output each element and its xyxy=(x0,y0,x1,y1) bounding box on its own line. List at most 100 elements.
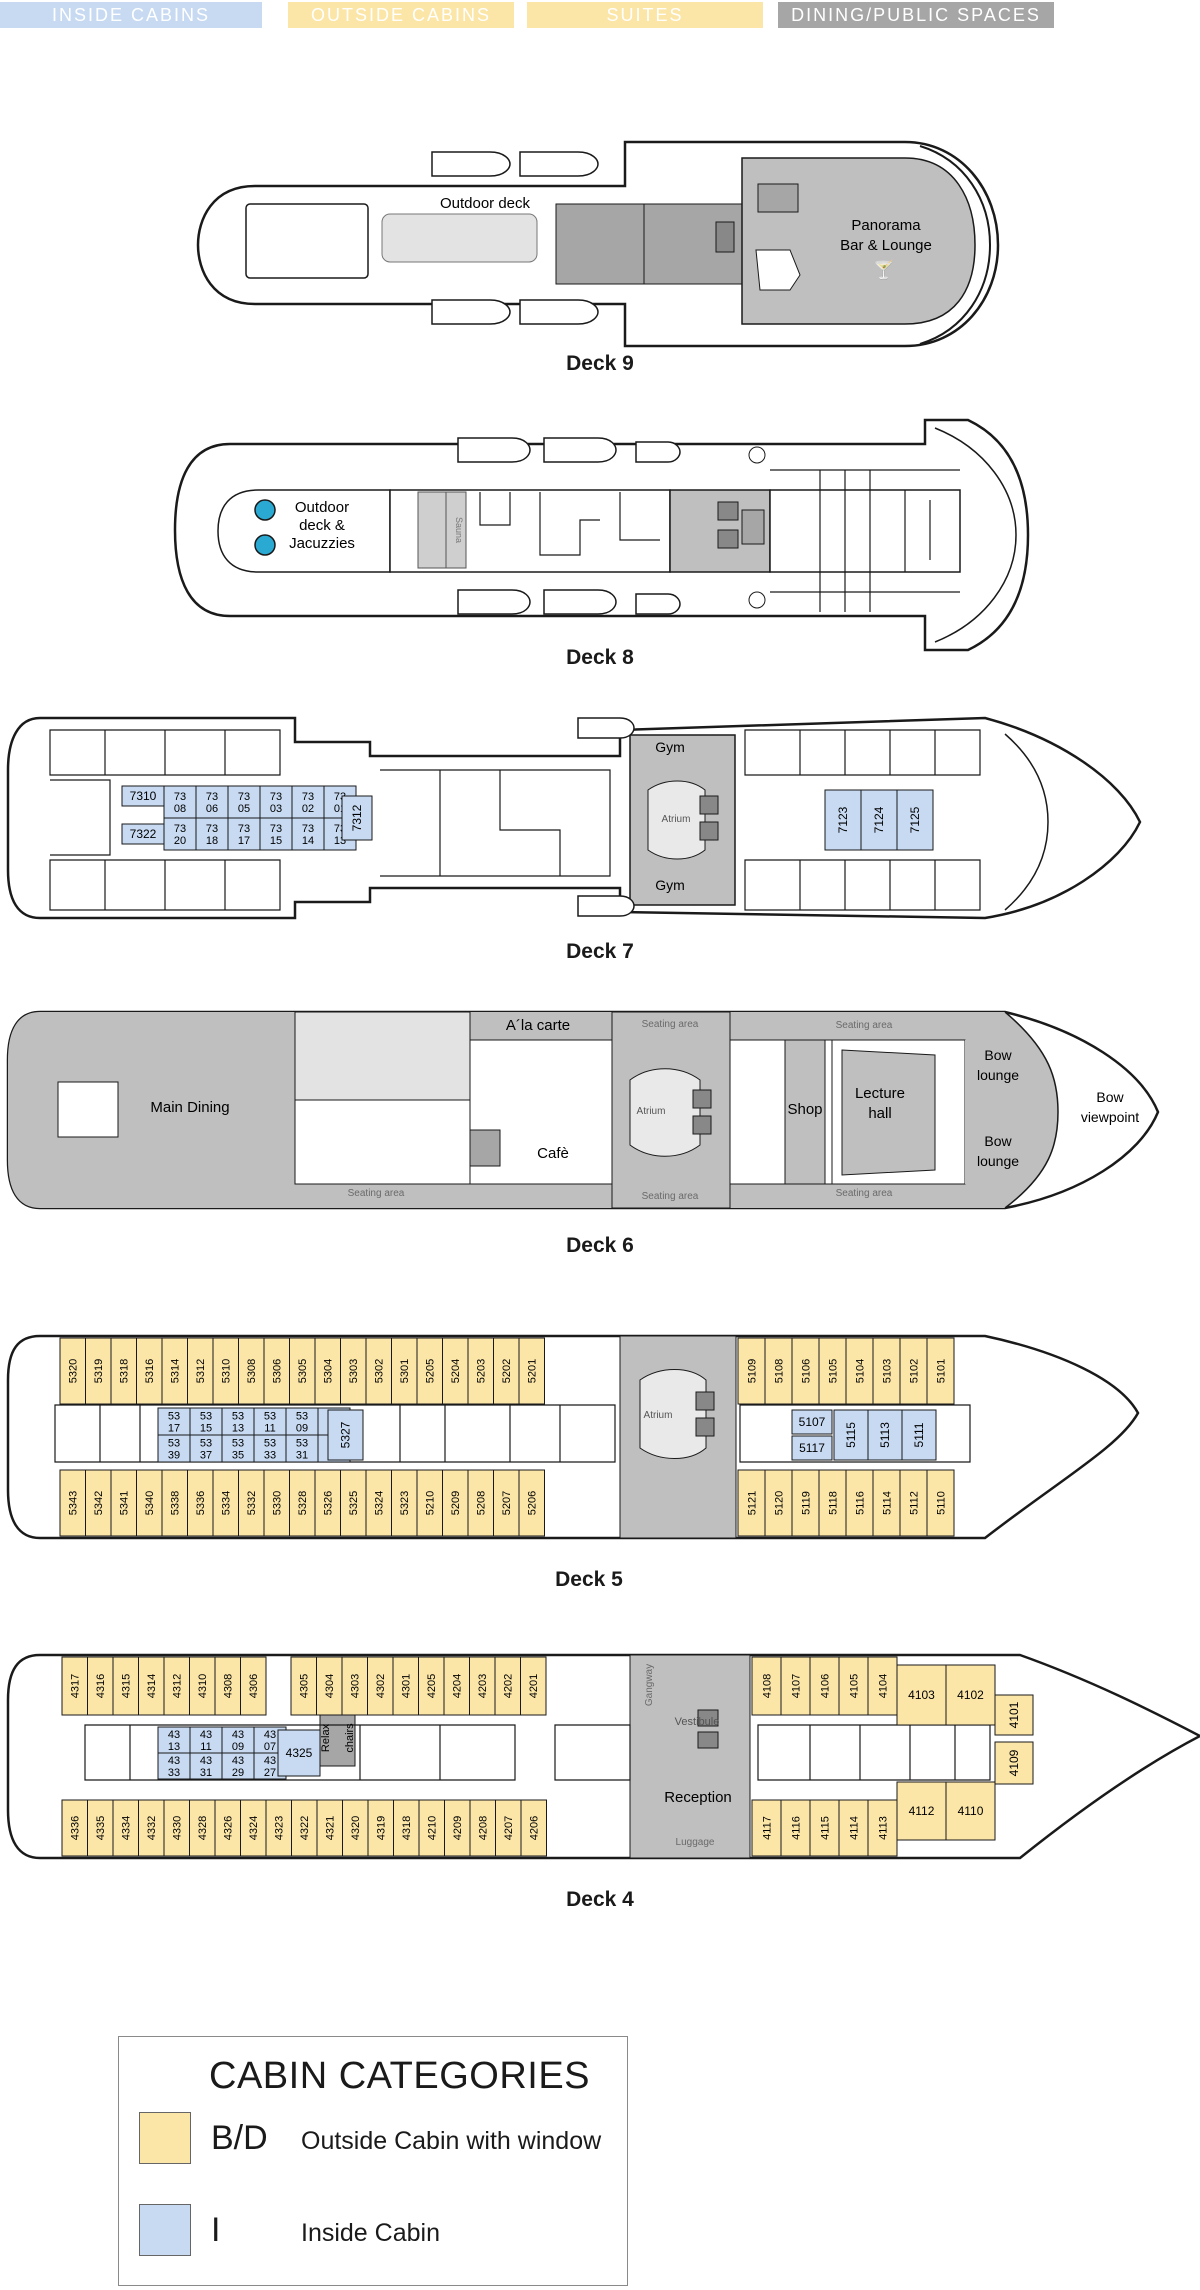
cabin-5207: 5207 xyxy=(501,1491,513,1515)
cabin-7312-box xyxy=(341,795,373,841)
cabin-5330-box xyxy=(263,1469,290,1537)
cabin-4105: 4105 xyxy=(848,1674,860,1698)
cabin-7314-line-1: 73 xyxy=(302,823,314,835)
cabin-4331-box xyxy=(189,1752,223,1780)
cabin-5325: 5325 xyxy=(348,1491,360,1515)
cabin-4304-box xyxy=(316,1656,343,1716)
cabin-5335-line-2: 35 xyxy=(232,1449,244,1461)
cabin-7125: 7125 xyxy=(908,806,922,833)
cabin-5114-box xyxy=(872,1469,901,1537)
cabin-7315-line-1: 73 xyxy=(270,823,282,835)
cabin-5336: 5336 xyxy=(195,1491,207,1515)
cabin-4332-box xyxy=(138,1799,165,1857)
cabin-4315-box xyxy=(112,1656,139,1716)
cabin-4308-box xyxy=(214,1656,241,1716)
cabin-5113: 5113 xyxy=(878,1422,892,1448)
cabin-4101: 4101 xyxy=(1007,1701,1021,1728)
cabin-5118: 5118 xyxy=(827,1491,839,1515)
cabin-5333-line-1: 53 xyxy=(264,1437,276,1449)
cabin-5339-line-2: 39 xyxy=(168,1449,180,1461)
cabin-7308-line-2: 08 xyxy=(174,803,186,815)
cabin-5206: 5206 xyxy=(527,1491,539,1515)
cabin-4325-box xyxy=(277,1729,321,1777)
deck6-lecture-label-1: Lecture xyxy=(855,1085,905,1102)
cabin-5301-box xyxy=(391,1337,418,1405)
deck4-vestibule-label: Vestibule xyxy=(675,1716,720,1728)
cabin-4207: 4207 xyxy=(503,1816,515,1840)
deck-5-label: Deck 5 xyxy=(555,1568,623,1591)
cabin-4319-box xyxy=(367,1799,394,1857)
cabin-5313-line-1: 53 xyxy=(232,1410,244,1422)
cabin-5104: 5104 xyxy=(854,1359,866,1383)
deck6-seating-area-4: Seating area xyxy=(836,1020,893,1031)
deck8-outdoor-label-2: deck & xyxy=(299,517,345,534)
cabin-4105-box xyxy=(838,1656,869,1716)
cabin-7312: 7312 xyxy=(350,804,364,831)
cabin-5317-line-2: 17 xyxy=(168,1422,180,1434)
cabin-7125-box xyxy=(896,789,934,851)
cabin-5115: 5115 xyxy=(844,1422,858,1448)
cabin-5315-line-1: 53 xyxy=(200,1410,212,1422)
cabin-4310-box xyxy=(189,1656,216,1716)
cabin-5113-box xyxy=(867,1409,903,1461)
tab-inside-cabins[interactable]: INSIDE CABINS xyxy=(0,2,262,28)
cabin-4109: 4109 xyxy=(1007,1749,1021,1776)
cabin-5343: 5343 xyxy=(68,1491,80,1515)
deck6-seating-area-1: Seating area xyxy=(348,1188,405,1199)
cabin-5107-box xyxy=(791,1409,833,1435)
cabin-5313-line-2: 13 xyxy=(232,1422,244,1434)
cabin-5303: 5303 xyxy=(348,1359,360,1383)
cabin-7310: 7310 xyxy=(130,789,157,803)
cabin-5121-box xyxy=(737,1469,766,1537)
cabin-5337-line-1: 53 xyxy=(200,1437,212,1449)
cabin-7317-line-2: 17 xyxy=(238,835,250,847)
cabin-5342: 5342 xyxy=(93,1491,105,1515)
cabin-4114: 4114 xyxy=(848,1816,860,1840)
tab-dining-public-spaces[interactable]: DINING/PUBLIC SPACES xyxy=(778,2,1054,28)
cabin-7303-line-1: 73 xyxy=(270,791,282,803)
tab-outside-cabins[interactable]: OUTSIDE CABINS xyxy=(288,2,514,28)
cabin-5111-box xyxy=(901,1409,937,1461)
tab-suites[interactable]: SUITES xyxy=(527,2,763,28)
cabin-5320: 5320 xyxy=(68,1359,80,1383)
cabin-5112-box xyxy=(899,1469,928,1537)
deck6-seating-area-5: Seating area xyxy=(836,1188,893,1199)
cabin-5301: 5301 xyxy=(399,1359,411,1383)
cabin-5340: 5340 xyxy=(144,1491,156,1515)
legend-code-inside: I xyxy=(211,2211,221,2249)
cabin-7305-line-1: 73 xyxy=(238,791,250,803)
cabin-5304-box xyxy=(314,1337,341,1405)
cabin-5116: 5116 xyxy=(854,1491,866,1515)
deck4-reception-label: Reception xyxy=(664,1789,732,1806)
cabin-5112: 5112 xyxy=(908,1491,920,1515)
cabin-5201: 5201 xyxy=(527,1359,539,1383)
cabin-4117: 4117 xyxy=(761,1816,773,1840)
cabin-5204: 5204 xyxy=(450,1359,462,1383)
cabin-4311-line-2: 11 xyxy=(200,1741,211,1753)
cabin-5327: 5327 xyxy=(339,1421,353,1448)
deck-4-plan: Gangway Vestibule Reception Luggage 4317… xyxy=(6,1653,1200,1860)
cabin-4329-line-1: 43 xyxy=(232,1755,244,1767)
cabin-5311-box xyxy=(253,1407,287,1436)
deck-4-label: Deck 4 xyxy=(566,1888,634,1911)
cabin-5332: 5332 xyxy=(246,1491,258,1515)
cabin-5119-box xyxy=(791,1469,820,1537)
deck8-outdoor-label-3: Jacuzzies xyxy=(289,535,355,552)
cabin-4115: 4115 xyxy=(819,1816,831,1840)
cabin-4316: 4316 xyxy=(95,1674,107,1698)
cabin-5325-box xyxy=(340,1469,367,1537)
cabin-5337-line-2: 37 xyxy=(200,1449,212,1461)
cabin-5120-box xyxy=(764,1469,793,1537)
cabin-4104: 4104 xyxy=(877,1674,889,1698)
cabin-7302-line-2: 02 xyxy=(302,803,314,815)
cabin-5203: 5203 xyxy=(476,1359,488,1383)
cabin-5331-box xyxy=(285,1434,319,1463)
cabin-4334: 4334 xyxy=(121,1816,133,1840)
cabin-5317-line-1: 53 xyxy=(168,1410,180,1422)
cabin-5334: 5334 xyxy=(221,1491,233,1515)
cabin-5337-box xyxy=(189,1434,223,1463)
cabin-7305-line-2: 05 xyxy=(238,803,250,815)
deck-9-plan: Outdoor deck Panorama Bar & Lounge 🍸 xyxy=(196,140,1000,348)
relax-chairs-label-2: chairs xyxy=(344,1723,356,1753)
cabin-5309-line-2: 09 xyxy=(296,1422,308,1434)
